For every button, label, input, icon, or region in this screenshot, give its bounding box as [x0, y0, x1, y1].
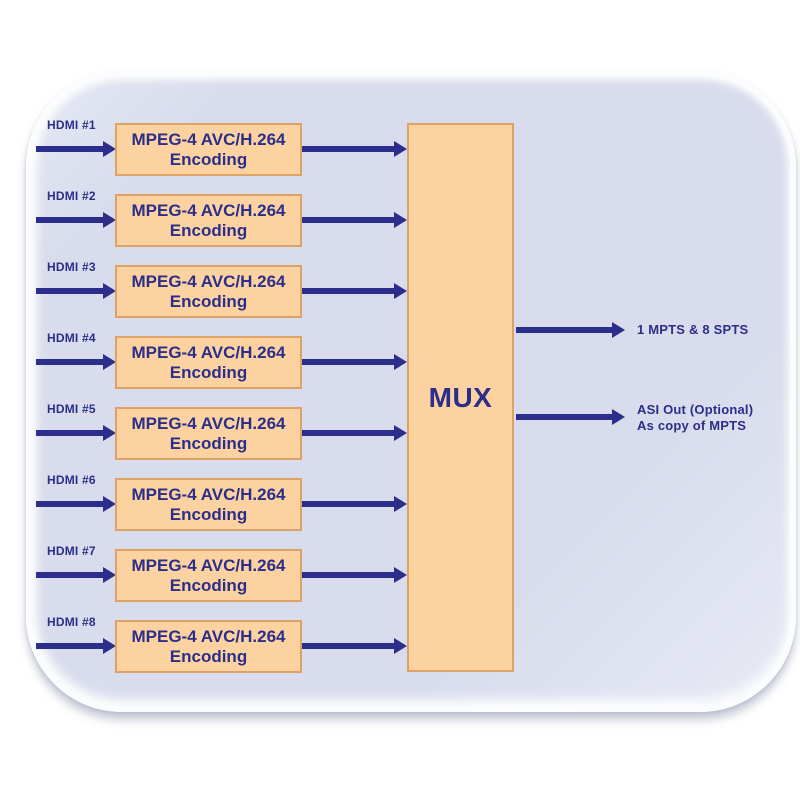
mux-label: MUX	[428, 381, 493, 413]
encoder-to-mux-arrow-1	[302, 141, 407, 157]
encoder-line1: MPEG-4 AVC/H.264	[131, 555, 286, 575]
output-label-mpts: 1 MPTS & 8 SPTS	[637, 322, 749, 337]
input-arrow-4	[36, 354, 116, 370]
encoder-line2: Encoding	[169, 504, 248, 524]
encoder-line2: Encoding	[169, 362, 248, 382]
encoder-line2: Encoding	[169, 149, 248, 169]
encoder-box-8: MPEG-4 AVC/H.264 Encoding	[115, 620, 302, 673]
encoder-box-7: MPEG-4 AVC/H.264 Encoding	[115, 549, 302, 602]
input-arrow-5	[36, 425, 116, 441]
input-arrow-8	[36, 638, 116, 654]
encoder-box-5: MPEG-4 AVC/H.264 Encoding	[115, 407, 302, 460]
output-arrow-asi	[516, 409, 625, 425]
encoder-line1: MPEG-4 AVC/H.264	[131, 129, 286, 149]
encoder-line1: MPEG-4 AVC/H.264	[131, 200, 286, 220]
output-label-asi-line2: As copy of MPTS	[637, 418, 747, 433]
encoder-line2: Encoding	[169, 575, 248, 595]
input-arrow-3	[36, 283, 116, 299]
input-arrow-1	[36, 141, 116, 157]
output-label-asi: ASI Out (Optional) As copy of MPTS	[637, 402, 753, 434]
encoder-line1: MPEG-4 AVC/H.264	[131, 271, 286, 291]
encoder-line2: Encoding	[169, 433, 248, 453]
input-arrow-2	[36, 212, 116, 228]
encoder-box-6: MPEG-4 AVC/H.264 Encoding	[115, 478, 302, 531]
input-arrow-7	[36, 567, 116, 583]
encoder-line2: Encoding	[169, 291, 248, 311]
hdmi-label-5: HDMI #5	[47, 402, 96, 416]
hdmi-label-3: HDMI #3	[47, 260, 96, 274]
encoder-box-1: MPEG-4 AVC/H.264 Encoding	[115, 123, 302, 176]
hdmi-label-6: HDMI #6	[47, 473, 96, 487]
encoder-to-mux-arrow-2	[302, 212, 407, 228]
hdmi-label-2: HDMI #2	[47, 189, 96, 203]
encoder-box-3: MPEG-4 AVC/H.264 Encoding	[115, 265, 302, 318]
encoder-to-mux-arrow-8	[302, 638, 407, 654]
output-label-asi-line1: ASI Out (Optional)	[637, 402, 754, 417]
encoder-to-mux-arrow-3	[302, 283, 407, 299]
encoder-box-2: MPEG-4 AVC/H.264 Encoding	[115, 194, 302, 247]
hdmi-label-8: HDMI #8	[47, 615, 96, 629]
mux-box: MUX	[407, 123, 514, 672]
hdmi-label-1: HDMI #1	[47, 118, 96, 132]
output-arrow-mpts	[516, 322, 625, 338]
encoder-line1: MPEG-4 AVC/H.264	[131, 484, 286, 504]
encoder-to-mux-arrow-7	[302, 567, 407, 583]
hdmi-label-4: HDMI #4	[47, 331, 96, 345]
encoder-line1: MPEG-4 AVC/H.264	[131, 342, 286, 362]
encoder-to-mux-arrow-6	[302, 496, 407, 512]
hdmi-label-7: HDMI #7	[47, 544, 96, 558]
encoder-to-mux-arrow-4	[302, 354, 407, 370]
encoder-line1: MPEG-4 AVC/H.264	[131, 413, 286, 433]
input-arrow-6	[36, 496, 116, 512]
encoder-to-mux-arrow-5	[302, 425, 407, 441]
encoder-box-4: MPEG-4 AVC/H.264 Encoding	[115, 336, 302, 389]
encoder-line2: Encoding	[169, 646, 248, 666]
encoder-line2: Encoding	[169, 220, 248, 240]
encoder-line1: MPEG-4 AVC/H.264	[131, 626, 286, 646]
